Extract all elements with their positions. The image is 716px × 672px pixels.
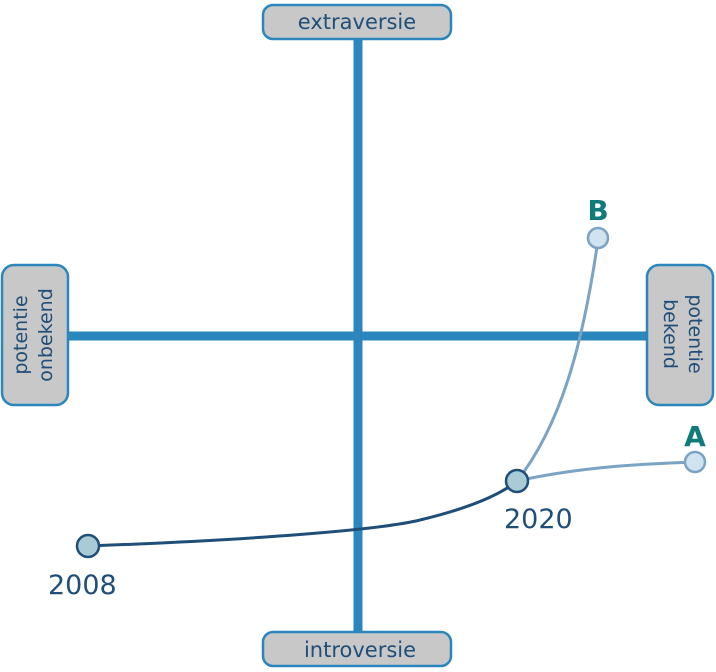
node-2008 (75, 533, 101, 559)
left-axis-label-line1: potentie (10, 295, 32, 374)
bottom-axis-label: introversie (304, 638, 416, 662)
left-axis-label-line2: onbekend (35, 288, 57, 382)
bottom-axis-label-box: introversie (261, 630, 453, 668)
top-axis-label-box: extraversie (261, 3, 453, 41)
path-2008-to-2020 (87, 479, 518, 548)
right-axis-label-line2: bekend (659, 299, 681, 369)
option-label-a: A (684, 420, 706, 453)
left-axis-label-box: potentie onbekend (0, 263, 70, 407)
path-2020-to-a (516, 460, 696, 483)
node-a (683, 450, 707, 474)
year-label-2020: 2020 (504, 504, 573, 535)
right-axis-label-line1: potentie (684, 294, 706, 373)
option-label-b: B (587, 194, 608, 227)
path-2020-to-b (515, 239, 600, 482)
year-label-2008: 2008 (48, 570, 117, 601)
top-axis-label: extraversie (298, 10, 416, 34)
right-axis-label-box: potentie bekend (645, 263, 715, 407)
node-b (586, 226, 610, 250)
node-2020 (504, 468, 530, 494)
